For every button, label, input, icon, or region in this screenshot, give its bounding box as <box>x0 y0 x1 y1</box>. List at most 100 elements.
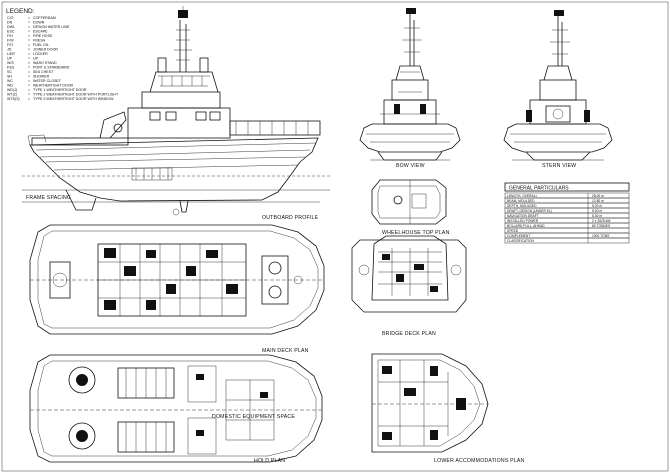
legend-description: ESCAPE <box>33 30 48 34</box>
particulars-value: 5.20 m <box>592 204 602 208</box>
particulars-value: 5.00 m <box>592 209 602 213</box>
bow-view: BOW VIEW <box>359 8 461 169</box>
legend-equals: = <box>28 34 30 38</box>
legend-description: TYPE 3 WEATHERTIGHT DOOR WITH WINDOW <box>33 97 114 101</box>
legend-description: LOCKER <box>33 52 48 56</box>
outboard-profile: FRAME SPACING OUTBOARD PROFILE <box>22 6 330 221</box>
particulars-label: NAVIGATION DRAFT <box>507 214 539 218</box>
legend-description: SHOWER <box>33 75 50 79</box>
legend-description: UP <box>33 57 39 61</box>
legend-equals: = <box>28 30 30 34</box>
particulars-value: 28.00 m <box>592 194 604 198</box>
legend-equals: = <box>28 61 30 65</box>
legend-description: WEATHERTIGHT DOOR <box>33 84 74 88</box>
legend-code: WT(2) <box>7 93 17 97</box>
legend-code: SC <box>7 70 12 74</box>
bridge-deck-plan: BRIDGE DECK PLAN <box>351 235 467 337</box>
general-particulars-table: GENERAL PARTICULARS LENGTH, OVERALL 28.00… <box>504 182 630 244</box>
particulars-label: INSTALLED POWER <box>507 219 539 223</box>
domestic-space-label: DOMESTIC EQUIPMENT SPACE <box>212 414 295 420</box>
legend-code: P&S <box>7 66 15 70</box>
particulars-label: SPEED <box>507 229 519 233</box>
bow-view-title: BOW VIEW <box>396 163 425 169</box>
legend-code: SH <box>7 75 12 79</box>
legend-code: F/H <box>7 34 13 38</box>
legend-equals: = <box>28 39 30 43</box>
legend-equals: = <box>28 52 30 56</box>
wheelhouse-top-plan: WHEELHOUSE TOP PLAN <box>371 179 449 236</box>
bridge-deck-plan-title: BRIDGE DECK PLAN <box>382 331 436 337</box>
lower-accommodations-plan: LOWER ACCOMMODATIONS PLAN <box>371 353 525 464</box>
legend-equals: = <box>28 25 30 29</box>
legend-equals: = <box>28 16 30 20</box>
hold-plan-title: HOLD PLAN <box>254 458 285 464</box>
legend-equals: = <box>28 79 30 83</box>
legend-description: WATER CLOSET <box>33 79 62 83</box>
legend-equals: = <box>28 88 30 92</box>
main-deck-plan: MAIN DECK PLAN <box>29 224 325 354</box>
legend-code: WC <box>7 79 13 83</box>
particulars-value: 80 TONNES <box>592 224 611 228</box>
legend-code: WD(1) <box>7 88 17 92</box>
legend-code: WD <box>7 84 13 88</box>
outboard-profile-title: OUTBOARD PROFILE <box>262 215 319 221</box>
legend-description: FIRE HOSE <box>33 34 53 38</box>
legend-equals: = <box>28 21 30 25</box>
legend-equals: = <box>28 48 30 52</box>
legend-equals: = <box>28 84 30 88</box>
legend-code: C/O <box>7 16 14 20</box>
legend-equals: = <box>28 93 30 97</box>
legend-description: JOINER DOOR <box>33 48 58 52</box>
legend-code: L/ER <box>7 52 15 56</box>
legend-description: TYPE 2 WEATHERTIGHT DOOR WITH PORTLIGHT <box>33 93 119 97</box>
legend-equals: = <box>28 97 30 101</box>
particulars-row <box>504 227 630 234</box>
legend-description: TYPE 1 WEATHERTIGHT DOOR <box>33 88 87 92</box>
particulars-label: DRAFT, DESIGN (UNDER KL) <box>507 209 552 213</box>
stern-view-title: STERN VIEW <box>542 163 576 169</box>
legend-code: ESC <box>7 30 15 34</box>
particulars-value: 1000 TONS <box>592 234 610 238</box>
legend-equals: = <box>28 75 30 79</box>
legend-description: FRESH <box>33 39 46 43</box>
particulars-label: BEAM, MOULDED <box>507 199 535 203</box>
particulars-value: 5.30 m <box>592 214 602 218</box>
legend-code: WTD(3) <box>7 97 20 101</box>
particulars-label: COMPLEMENT <box>507 234 530 238</box>
legend-code: DWL <box>7 25 15 29</box>
legend-equals: = <box>28 70 30 74</box>
svg-text:FRAME SPACING: FRAME SPACING <box>26 195 71 201</box>
legend-title: LEGEND: <box>6 8 35 15</box>
particulars-label: CLASSIFICATION <box>507 239 534 243</box>
legend-code: DN <box>7 21 13 25</box>
particulars-label: LENGTH, OVERALL <box>507 194 538 198</box>
lower-accommodations-plan-title: LOWER ACCOMMODATIONS PLAN <box>434 458 525 464</box>
legend-code: W/S <box>7 61 14 65</box>
legend-equals: = <box>28 43 30 47</box>
stern-view: STERN VIEW <box>503 10 613 169</box>
legend-equals: = <box>28 57 30 61</box>
legend-description: FUEL OIL <box>33 43 49 47</box>
legend-code: F/O <box>7 43 13 47</box>
legend-code: JD <box>7 48 12 52</box>
legend-description: SEA CHEST <box>33 70 54 74</box>
main-deck-plan-title: MAIN DECK PLAN <box>262 348 309 354</box>
legend-code: F/W <box>7 39 14 43</box>
particulars-label: DEPTH, MOULDED <box>507 204 537 208</box>
legend-equals: = <box>28 66 30 70</box>
legend-description: DOWN <box>33 21 45 25</box>
particulars-label: BOLLARD PULL, AHEAD <box>507 224 545 228</box>
legend-description: WASH STAND <box>33 61 57 65</box>
particulars-row <box>504 237 630 244</box>
hold-plan: DOMESTIC EQUIPMENT SPACE HOLD PLAN <box>29 354 323 464</box>
particulars-value: 12.80 m <box>592 199 604 203</box>
legend-description: COFFERDAM <box>33 16 56 20</box>
general-particulars-title: GENERAL PARTICULARS <box>509 186 569 192</box>
particulars-value: 2 x 2525 kW <box>592 219 611 223</box>
legend-description: DESIGN WATER LINE <box>33 25 70 29</box>
legend-description: PORT & STARBOARD <box>33 66 70 70</box>
legend-code: UP <box>7 57 13 61</box>
